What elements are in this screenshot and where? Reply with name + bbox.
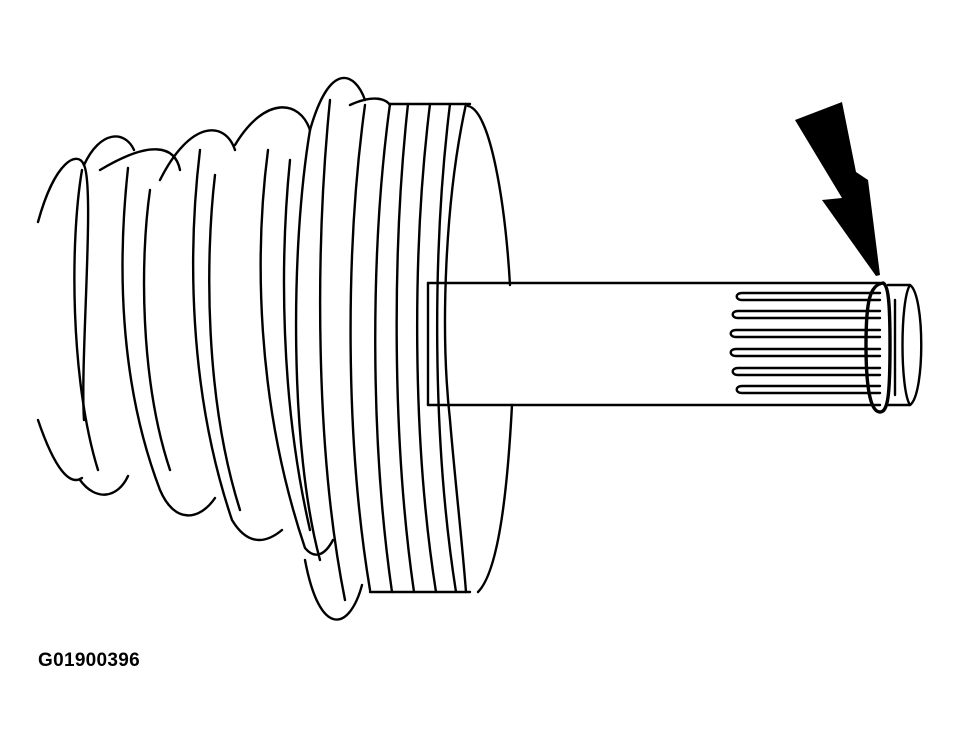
- snap-ring: [864, 281, 892, 414]
- cv-boot: [36, 76, 514, 621]
- axle-shaft: [426, 281, 923, 407]
- callout-arrow-icon: [795, 102, 880, 276]
- figure-caption: G01900396: [38, 650, 141, 671]
